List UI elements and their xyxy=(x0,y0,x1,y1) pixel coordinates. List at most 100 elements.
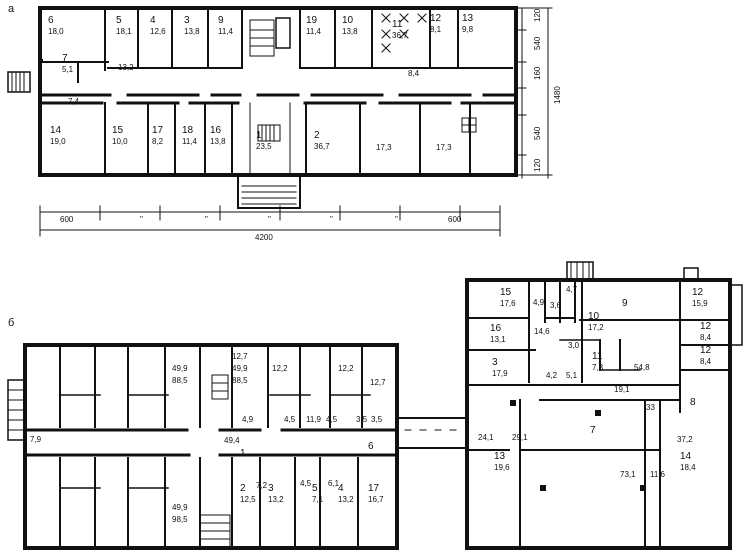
room-area: 7,9 xyxy=(30,435,42,444)
room-area: 3,0 xyxy=(568,341,580,350)
dim-tick-2: " xyxy=(268,215,271,224)
dim-r-4: 120 xyxy=(533,158,542,172)
columns xyxy=(510,400,646,491)
room-area: 12,7 xyxy=(232,352,248,361)
room-number: 16 xyxy=(490,323,502,334)
room-area: 23,5 xyxy=(256,142,272,151)
room-area: 88,5 xyxy=(232,376,248,385)
room-area: 8,4 xyxy=(408,69,420,78)
room-area: 3,5 xyxy=(371,415,383,424)
room-area: 17,3 xyxy=(436,143,452,152)
room-number: 8 xyxy=(690,397,696,408)
dim-b-0: 600 xyxy=(60,215,74,224)
room-area: 13,2 xyxy=(268,495,284,504)
room-area: 7,4 xyxy=(68,97,80,106)
room-area: 11,4 xyxy=(182,137,198,146)
room-area: 19,6 xyxy=(494,463,510,472)
room-area: 18,1 xyxy=(116,27,132,36)
room-area: 8,4 xyxy=(700,357,712,366)
room-area: 6,1 xyxy=(328,479,340,488)
room-area: 36,7 xyxy=(314,142,330,151)
room-area: 36,7 xyxy=(392,31,408,40)
room-area: 3,6 xyxy=(550,301,562,310)
room-area: 49,4 xyxy=(224,436,240,445)
room-area: 18,0 xyxy=(48,27,64,36)
room-area: 8,2 xyxy=(152,137,164,146)
room-number: 19 xyxy=(306,15,318,26)
room-area: 4,5 xyxy=(300,479,312,488)
room-number: 10 xyxy=(588,311,600,322)
room-area: 14,6 xyxy=(534,327,550,336)
room-area: 19,0 xyxy=(50,137,66,146)
room-area: 5,1 xyxy=(62,65,74,74)
room-area: 7,2 xyxy=(256,481,268,490)
dim-r-total: 1480 xyxy=(553,86,562,104)
room-number: 12 xyxy=(700,321,712,332)
room-area: 9,8 xyxy=(462,25,474,34)
room-area: 49,9 xyxy=(232,364,248,373)
plan-a-rooms: 618,0518,1412,6313,8911,41911,41013,8113… xyxy=(48,13,474,152)
room-number: 11 xyxy=(392,19,403,30)
room-number: 4 xyxy=(338,483,344,494)
dim-r-3: 540 xyxy=(533,126,542,140)
dim-r-0: 120 xyxy=(533,8,542,22)
room-number: 9 xyxy=(622,298,628,309)
plan-b-label: б xyxy=(8,317,14,329)
room-area: 88,5 xyxy=(172,376,188,385)
room-area: 11,4 xyxy=(306,27,322,36)
room-area: 7,3 xyxy=(592,363,604,372)
room-number: 7 xyxy=(590,425,596,436)
room-area: 15,9 xyxy=(692,299,708,308)
plan-a-dimension-lines xyxy=(39,7,553,237)
room-number: 7 xyxy=(62,53,68,64)
connector-corridor xyxy=(396,417,468,449)
room-area: 49,9 xyxy=(172,364,188,373)
room-area: 8,4 xyxy=(700,333,712,342)
room-area: 54,8 xyxy=(634,363,650,372)
room-area: 73,1 xyxy=(620,470,636,479)
room-number: 6 xyxy=(368,441,374,452)
room-area: 17,6 xyxy=(500,299,516,308)
room-area: 13,8 xyxy=(184,27,200,36)
room-area: 12,5 xyxy=(240,495,256,504)
room-number: 13 xyxy=(462,13,474,24)
room-area: 8,1 xyxy=(430,25,442,34)
room-number: 3 xyxy=(268,483,274,494)
room-area: 4,9 xyxy=(242,415,254,424)
room-area: 17,9 xyxy=(492,369,508,378)
dim-tick-0: " xyxy=(140,215,143,224)
room-area: 24,1 xyxy=(478,433,494,442)
room-area: 17,2 xyxy=(588,323,604,332)
room-number: 13 xyxy=(494,451,506,462)
room-number: 10 xyxy=(342,15,354,26)
dim-b-1: 600 xyxy=(448,215,462,224)
room-area: 10,0 xyxy=(112,137,128,146)
room-number: 1 xyxy=(256,130,262,141)
dim-r-1: 540 xyxy=(533,36,542,50)
room-number: 4 xyxy=(150,15,156,26)
room-area: 11,9 xyxy=(306,415,322,424)
plan-b-walls xyxy=(7,343,399,550)
room-area: 12,2 xyxy=(338,364,354,373)
room-area: 5,1 xyxy=(566,371,578,380)
room-area: 4,2 xyxy=(546,371,558,380)
room-number: 14 xyxy=(50,125,62,136)
room-number: 12 xyxy=(692,287,704,298)
room-area: 16,7 xyxy=(368,495,384,504)
room-number: 5 xyxy=(116,15,122,26)
room-number: 3 xyxy=(184,15,190,26)
room-number: 6 xyxy=(48,15,54,26)
room-number: 17 xyxy=(368,483,380,494)
room-number: 16 xyxy=(210,125,222,136)
room-area: 4,5 xyxy=(326,415,338,424)
room-number: 12 xyxy=(430,13,442,24)
room-area: 11,4 xyxy=(218,27,234,36)
room-area: 18,4 xyxy=(680,463,696,472)
room-area: 37,2 xyxy=(677,435,693,444)
plan-a-walls xyxy=(7,6,518,209)
room-number: 18 xyxy=(182,125,194,136)
dim-b-total: 4200 xyxy=(255,233,273,242)
room-number: 2 xyxy=(240,483,246,494)
